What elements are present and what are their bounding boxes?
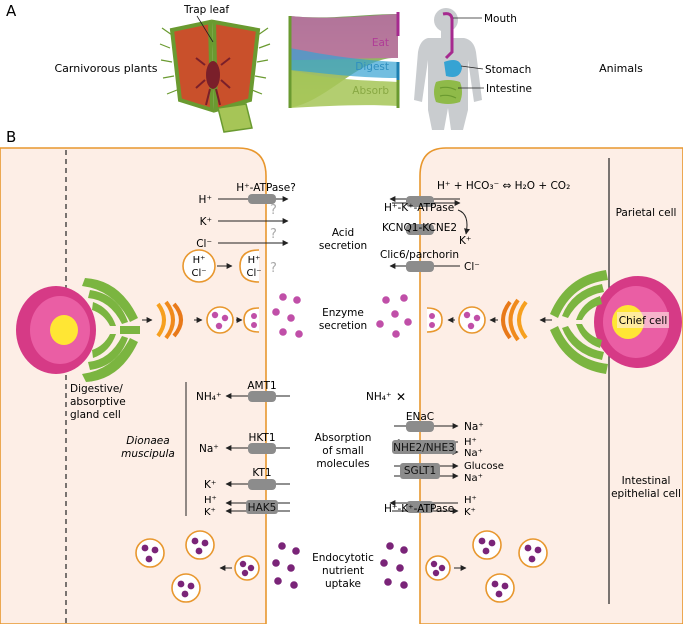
blocked-cross-icon: ✕	[396, 390, 406, 404]
endocytotic-label-2: nutrient	[322, 565, 364, 577]
animal-enzyme-vesicles	[426, 306, 552, 334]
animal-nh4-ion: NH₄⁺	[366, 391, 392, 403]
animal-cl-ion: Cl⁻	[464, 261, 480, 273]
sglt1-label: SGLT1	[404, 465, 436, 477]
plant-golgi-apparatus	[156, 300, 183, 340]
animal-h-ion-3: H⁺	[464, 495, 477, 506]
plant-acid-transporters	[182, 194, 289, 283]
kt1-label: KT1	[252, 467, 271, 479]
enzyme-secretion-label-1: Enzyme	[322, 307, 364, 319]
animal-golgi-apparatus	[501, 298, 528, 342]
flow-absorb-label: Absorb	[352, 85, 389, 97]
species-label-1: Dionaea	[126, 435, 169, 447]
enac-label: ENaC	[406, 411, 434, 423]
absorption-label-3: molecules	[316, 458, 369, 470]
animal-nutrient-particles	[380, 542, 408, 589]
plant-k-ion: K⁺	[200, 216, 212, 228]
plant-secreted-enzymes	[272, 293, 303, 338]
endocytotic-label-3: uptake	[325, 578, 361, 590]
absorption-label-2: of small	[322, 445, 363, 457]
animal-secreted-enzymes	[376, 294, 412, 338]
digestion-flow-diagram	[288, 12, 400, 108]
animal-endoplasmic-reticulum	[550, 270, 608, 374]
h-atpase-label: H⁺-ATPase?	[236, 182, 296, 194]
animal-absorption-transporters	[389, 421, 459, 514]
hkt1-label: HKT1	[248, 432, 275, 444]
chief-cell-label-bg	[617, 312, 669, 328]
stomach-leader	[460, 65, 484, 70]
acid-secretion-label-1: Acid	[332, 227, 354, 239]
parietal-cell-label: Parietal cell	[616, 207, 677, 219]
bicarbonate-equation: H⁺ + HCO₃⁻ ⇔ H₂O + CO₂	[437, 180, 570, 192]
mouth-label: Mouth	[484, 13, 517, 25]
intestinal-cell-label-2: epithelial cell	[611, 488, 681, 500]
animal-na-ion-3: Na⁺	[464, 473, 483, 484]
animal-acid-transporters	[389, 196, 470, 272]
amt1-label: AMT1	[247, 380, 276, 392]
panel-b-letter: B	[6, 128, 16, 146]
trap-leaf-label: Trap leaf	[183, 4, 229, 16]
plant-h-ion: H⁺	[199, 194, 212, 206]
clic-label: Clic6/parchorin	[380, 249, 459, 261]
acid-secretion-label-2: secretion	[319, 240, 367, 252]
kcnq-label: KCNQ1-KCNE2	[382, 222, 457, 234]
plant-endocytotic-vesicles	[135, 530, 260, 603]
species-label-2: muscipula	[121, 448, 175, 460]
released-cl-ion: Cl⁻	[246, 268, 261, 279]
plant-hak5-k-ion: K⁺	[204, 507, 216, 518]
released-h-ion: H⁺	[248, 255, 261, 266]
animal-k-ion-3: K⁺	[464, 507, 476, 518]
gland-cell-label-1: Digestive/	[70, 383, 123, 395]
intestinal-cell-label-1: Intestinal	[622, 475, 671, 487]
panel-a-letter: A	[6, 2, 17, 20]
glucose-label: Glucose	[464, 461, 504, 472]
nhe-label: NHE2/NHE3	[393, 442, 455, 454]
human-silhouette-illustration	[414, 8, 482, 130]
absorption-label-1: Absorption	[315, 432, 372, 444]
animal-h-ion-2: H⁺	[464, 437, 477, 448]
chief-cell-label: Chief cell	[619, 315, 667, 327]
unknown-transporter-k: ?	[270, 203, 277, 218]
plant-nh4-ion: NH₄⁺	[196, 391, 222, 403]
flow-digest-label: Digest	[355, 61, 389, 73]
plant-kt1-k-ion: K⁺	[204, 479, 216, 491]
animal-cell	[419, 147, 683, 624]
enzyme-secretion-label-2: secretion	[319, 320, 367, 332]
intestine-label: Intestine	[486, 83, 532, 95]
unknown-transporter-cl: ?	[270, 227, 277, 242]
plant-na-ion: Na⁺	[199, 443, 219, 455]
endocytotic-label-1: Endocytotic	[312, 552, 374, 564]
vesicle-cl-ion: Cl⁻	[191, 268, 206, 279]
gland-cell-label-2: absorptive	[70, 396, 126, 408]
animal-endocytotic-vesicles	[425, 530, 548, 603]
stomach-label: Stomach	[485, 64, 531, 76]
gland-cell-label-3: gland cell	[70, 409, 121, 421]
carnivorous-plants-label: Carnivorous plants	[54, 62, 157, 75]
plant-nucleus	[16, 286, 96, 374]
hk-atpase-2-label: H⁺-K⁺-ATPase	[384, 503, 454, 515]
animal-na-ion-1: Na⁺	[464, 421, 484, 433]
plant-hak5-h-ion: H⁺	[204, 495, 217, 506]
plant-nutrient-particles	[272, 542, 300, 589]
plant-endoplasmic-reticulum	[82, 278, 140, 382]
venus-flytrap-illustration	[159, 15, 271, 133]
hk-atpase-label: H⁺-K⁺-ATPase	[384, 202, 454, 214]
unknown-transporter-vesicle: ?	[270, 261, 277, 276]
flow-eat-label: Eat	[372, 37, 389, 49]
plant-absorption-transporters	[225, 391, 290, 514]
plant-gland-cell	[0, 147, 267, 624]
animal-na-ion-2: Na⁺	[464, 448, 483, 459]
plant-cl-ion: Cl⁻	[196, 238, 212, 250]
hak5-label: HAK5	[248, 502, 277, 514]
plant-enzyme-vesicles	[142, 306, 260, 334]
atpase-transporter	[248, 194, 276, 204]
vesicle-h-ion: H⁺	[193, 255, 206, 266]
animal-k-ion: K⁺	[459, 235, 471, 247]
animals-label: Animals	[599, 62, 643, 75]
